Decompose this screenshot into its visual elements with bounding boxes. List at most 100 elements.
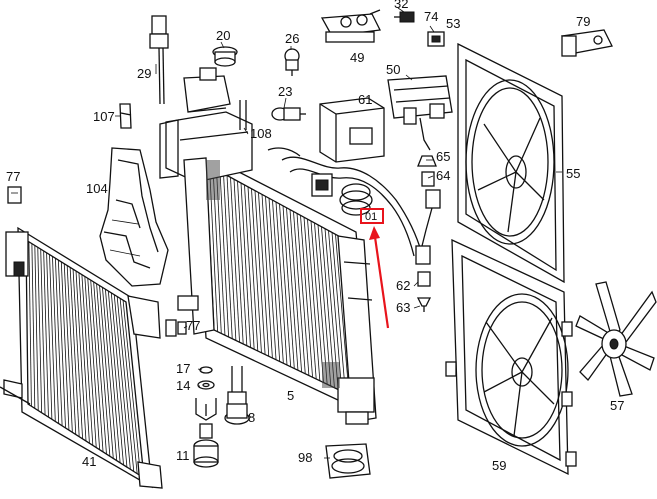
fin-line bbox=[99, 285, 114, 459]
fin-line bbox=[223, 173, 233, 339]
fin-line bbox=[28, 241, 32, 407]
fin-line bbox=[40, 249, 46, 415]
fin-line bbox=[122, 300, 141, 476]
fin-line bbox=[335, 234, 350, 395]
label-63: 63 bbox=[396, 300, 410, 315]
fin-line bbox=[87, 278, 101, 450]
fin-line bbox=[261, 194, 273, 359]
label-32: 32 bbox=[394, 0, 408, 11]
valve-8 bbox=[224, 366, 250, 425]
fin-line bbox=[75, 270, 87, 442]
fin-line bbox=[34, 245, 39, 411]
fin-line bbox=[96, 283, 111, 457]
bracket-77b bbox=[165, 319, 187, 337]
fin-line bbox=[43, 250, 49, 418]
label-26: 26 bbox=[285, 31, 299, 46]
fin-line bbox=[233, 179, 244, 345]
fin-line bbox=[52, 256, 60, 424]
label-49: 49 bbox=[350, 50, 364, 65]
fin-line bbox=[102, 287, 118, 461]
label-17: 17 bbox=[176, 361, 190, 376]
drain-plug-11 bbox=[193, 423, 219, 468]
label-53: 53 bbox=[446, 16, 460, 31]
label-57: 57 bbox=[610, 398, 624, 413]
fin-line bbox=[331, 232, 346, 394]
fin-line bbox=[93, 281, 107, 455]
fin-line bbox=[247, 186, 259, 352]
label-55: 55 bbox=[566, 166, 580, 181]
fin-line bbox=[240, 182, 251, 348]
fin-line bbox=[307, 219, 321, 381]
module-61 bbox=[311, 97, 385, 197]
label-59: 59 bbox=[492, 458, 506, 473]
fin-line bbox=[286, 207, 299, 371]
label-79: 79 bbox=[576, 14, 590, 29]
fan-shroud-59 bbox=[445, 238, 577, 476]
leader-lines bbox=[115, 7, 562, 459]
fin-line bbox=[300, 215, 313, 378]
fin-line bbox=[72, 269, 83, 439]
fin-line bbox=[78, 272, 90, 444]
bracket-79 bbox=[561, 29, 613, 57]
fin-line bbox=[314, 222, 328, 385]
label-104: 104 bbox=[86, 181, 108, 196]
fuse-32-74 bbox=[394, 11, 415, 23]
label-5: 5 bbox=[287, 388, 294, 403]
fin-line bbox=[84, 276, 97, 448]
fin-line bbox=[303, 217, 317, 380]
condenser-41 bbox=[0, 226, 163, 489]
fin-line bbox=[219, 171, 229, 338]
fin-line bbox=[237, 181, 248, 346]
radiator-5 bbox=[159, 67, 377, 425]
fin-line bbox=[60, 261, 70, 431]
pipe-108 bbox=[239, 100, 247, 130]
fin-line bbox=[110, 292, 128, 468]
fin-line bbox=[57, 260, 66, 428]
fin-line bbox=[46, 252, 53, 420]
fin-line bbox=[119, 298, 138, 474]
label-107: 107 bbox=[93, 109, 115, 124]
label-8: 8 bbox=[248, 410, 255, 425]
label-77: 77 bbox=[6, 169, 20, 184]
connector-63 bbox=[416, 297, 432, 312]
wire-62 bbox=[421, 207, 433, 247]
fin-line bbox=[31, 243, 36, 409]
fin-line bbox=[272, 200, 284, 364]
fin-line bbox=[321, 226, 335, 388]
grommet-98 bbox=[325, 443, 371, 479]
fin-line bbox=[55, 258, 63, 426]
fin-line bbox=[230, 177, 240, 343]
connector-62 bbox=[415, 245, 431, 287]
ring-14 bbox=[197, 380, 215, 390]
label-65: 65 bbox=[436, 149, 450, 164]
label-98: 98 bbox=[298, 450, 312, 465]
fin-line bbox=[279, 203, 292, 367]
highlight-marker bbox=[360, 208, 390, 329]
fin-line bbox=[265, 196, 277, 360]
cap-20 bbox=[212, 46, 238, 67]
fin-line bbox=[296, 213, 310, 376]
fin-line bbox=[289, 209, 302, 373]
label-77b: 77 bbox=[186, 318, 200, 333]
fin-line bbox=[107, 291, 124, 465]
fin-line bbox=[105, 289, 121, 463]
label-23: 23 bbox=[278, 84, 292, 99]
fin-line bbox=[226, 175, 237, 341]
label-41: 41 bbox=[82, 454, 96, 469]
label-01: 01 bbox=[365, 211, 377, 223]
part-labels: 29 20 26 49 32 74 53 79 107 23 108 61 50… bbox=[6, 0, 624, 473]
harness-50 bbox=[387, 75, 453, 151]
fin-line bbox=[310, 220, 324, 383]
fin-line bbox=[254, 190, 266, 355]
label-50: 50 bbox=[386, 62, 400, 77]
connector-49 bbox=[320, 9, 381, 43]
fin-line bbox=[49, 254, 56, 422]
fin-line bbox=[63, 263, 73, 433]
label-74: 74 bbox=[424, 9, 438, 24]
fan-shroud-55 bbox=[457, 42, 565, 284]
fin-line bbox=[258, 192, 270, 357]
hoses bbox=[267, 147, 423, 257]
fin-line bbox=[244, 184, 255, 350]
bracket-77 bbox=[7, 186, 22, 204]
